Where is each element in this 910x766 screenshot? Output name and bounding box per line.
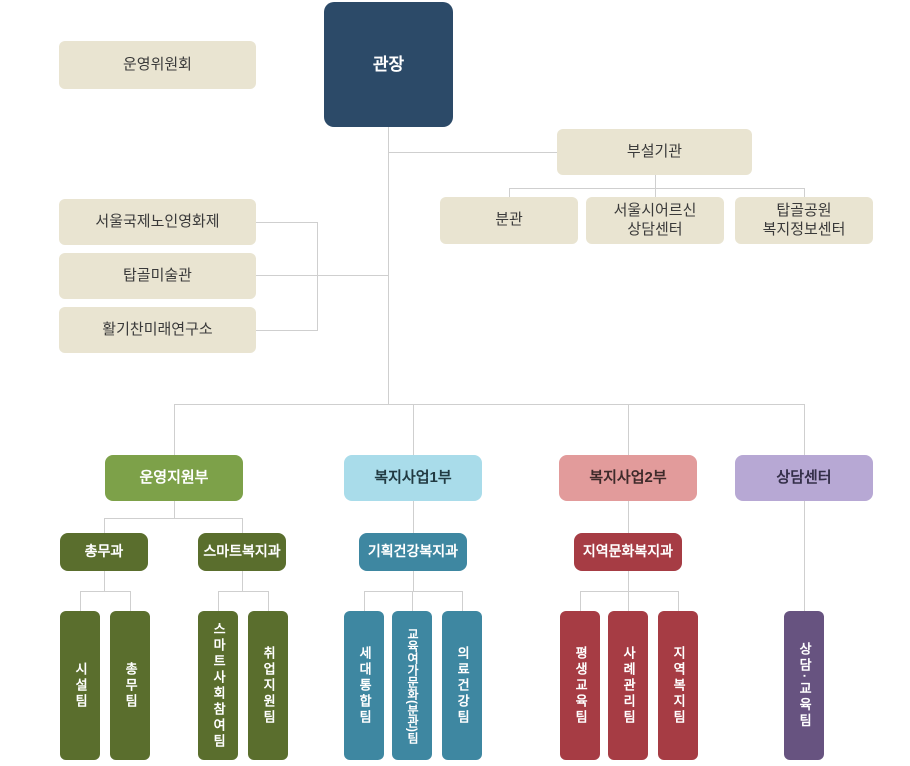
connector-line [628, 501, 629, 533]
connector-line [804, 501, 805, 611]
connector-line [174, 404, 175, 455]
team-general-affairs-box: 총무팀 [110, 611, 150, 760]
tapgol-art-museum-box: 탑골미술관 [59, 253, 256, 299]
connector-line [256, 330, 317, 331]
connector-line [413, 404, 414, 455]
annex-box: 부설기관 [557, 129, 752, 175]
div-smart-welfare-box: 스마트복지과 [198, 533, 286, 571]
team-smart-social-participation-box: 스마트사회참여팀 [198, 611, 238, 760]
team-lifelong-education-box: 평생교육팀 [560, 611, 600, 760]
team-education-leisure-culture-box: 교육여가문화(분관)팀 [392, 611, 432, 760]
connector-line [413, 501, 414, 533]
connector-line [317, 222, 318, 331]
connector-line [256, 222, 317, 223]
connector-line [580, 591, 581, 611]
connector-line [655, 188, 656, 197]
connector-line [268, 591, 269, 611]
team-employment-support-box: 취업지원팀 [248, 611, 288, 760]
dept-counseling-center-box: 상담센터 [735, 455, 873, 501]
steering-committee-box: 운영위원회 [59, 41, 256, 89]
dept-welfare1-box: 복지사업1부 [344, 455, 482, 501]
connector-line [174, 404, 805, 405]
team-medical-health-box: 의료건강팀 [442, 611, 482, 760]
team-case-management-box: 사례관리팀 [608, 611, 648, 760]
connector-line [80, 591, 81, 611]
future-research-institute-box: 활기찬미래연구소 [59, 307, 256, 353]
connector-line [364, 591, 365, 611]
team-generation-integration-box: 세대통합팀 [344, 611, 384, 760]
connector-line [413, 571, 414, 591]
connector-line [242, 518, 243, 533]
connector-line [628, 404, 629, 455]
connector-line [388, 152, 558, 153]
connector-line [509, 188, 510, 197]
film-festival-box: 서울국제노인영화제 [59, 199, 256, 245]
connector-line [104, 518, 105, 533]
director-box: 관장 [324, 2, 453, 127]
team-regional-welfare-box: 지역복지팀 [658, 611, 698, 760]
connector-line [80, 591, 130, 592]
dept-operations-support-box: 운영지원부 [105, 455, 243, 501]
connector-line [130, 591, 131, 611]
connector-line [242, 571, 243, 591]
div-general-affairs-box: 총무과 [60, 533, 148, 571]
connector-line [364, 591, 462, 592]
connector-line [628, 571, 629, 591]
connector-line [104, 518, 243, 519]
connector-line [104, 571, 105, 591]
connector-line [174, 501, 175, 518]
connector-line [218, 591, 268, 592]
team-counseling-education-box: 상담·교육팀 [784, 611, 824, 760]
tapgol-welfare-info-center-box: 탑골공원 복지정보센터 [735, 197, 873, 244]
connector-line [462, 591, 463, 611]
connector-line [509, 188, 805, 189]
connector-line [412, 591, 413, 611]
senior-counseling-center-box: 서울시어르신 상담센터 [586, 197, 724, 244]
dept-welfare2-box: 복지사업2부 [559, 455, 697, 501]
div-planning-health-welfare-box: 기획건강복지과 [359, 533, 467, 571]
connector-line [388, 127, 389, 404]
team-facility-box: 시설팀 [60, 611, 100, 760]
connector-line [655, 175, 656, 188]
connector-line [628, 591, 629, 611]
connector-line [580, 591, 678, 592]
connector-line [678, 591, 679, 611]
connector-line [804, 404, 805, 455]
connector-line [218, 591, 219, 611]
div-regional-culture-welfare-box: 지역문화복지과 [574, 533, 682, 571]
connector-line [804, 188, 805, 197]
branch-box: 분관 [440, 197, 578, 244]
connector-line [256, 275, 388, 276]
